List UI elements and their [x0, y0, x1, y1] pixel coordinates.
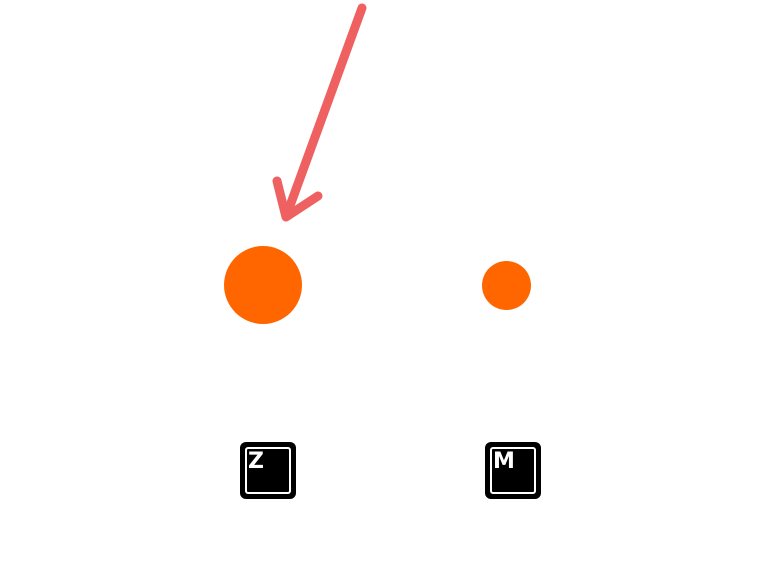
arrow-shaft: [282, 3, 367, 219]
z-key-icon: Z: [240, 442, 296, 499]
m-key-icon: M: [485, 442, 541, 499]
key-border: [245, 447, 291, 494]
arrow-head: [272, 176, 323, 222]
left-dot: [224, 246, 302, 324]
z-key-label: Z: [248, 449, 264, 474]
right-dot: [482, 261, 531, 310]
key-border: [490, 447, 536, 494]
m-key-label: M: [493, 449, 515, 474]
